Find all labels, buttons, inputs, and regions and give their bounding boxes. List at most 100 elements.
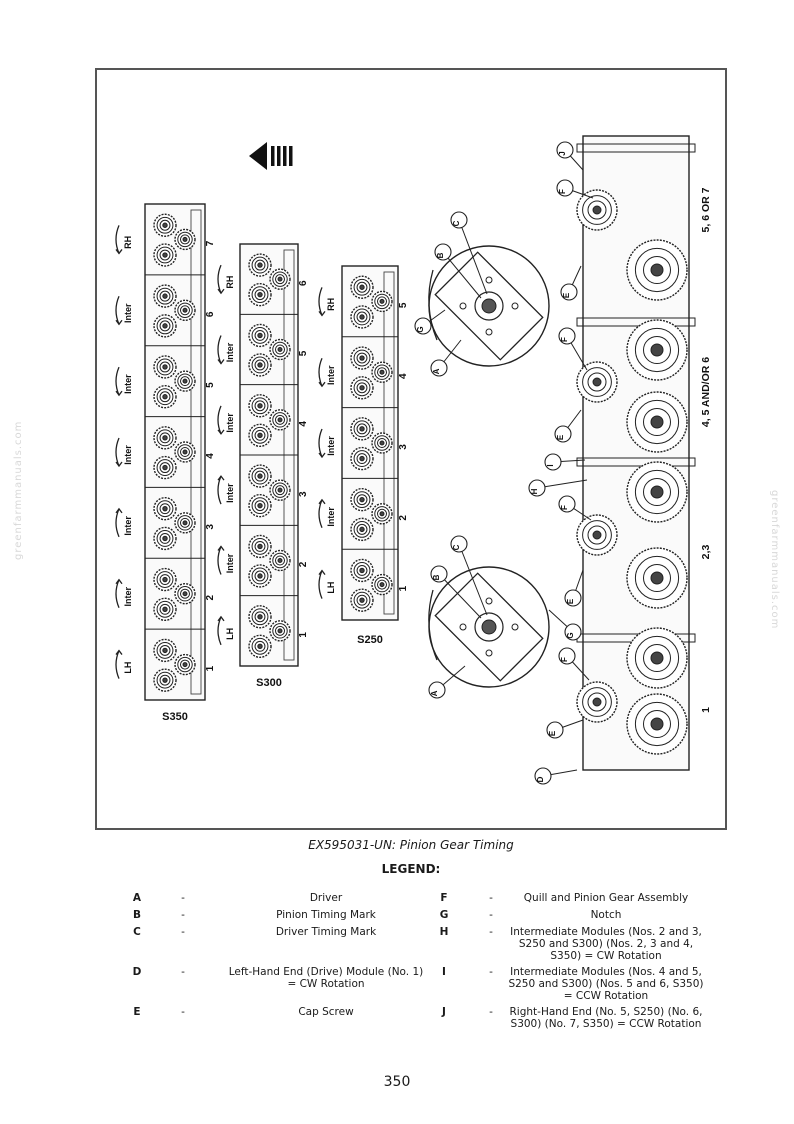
legend-row: A - Driver [0, 892, 794, 906]
s350-gear [153, 355, 177, 379]
s350-gear [174, 370, 196, 392]
s300-gear [248, 282, 272, 307]
s300-module-number: 2 [298, 561, 309, 567]
s350-side-label: LH [123, 662, 133, 674]
s300-module-number: 6 [298, 280, 309, 286]
s350-rotation-arrow [115, 225, 120, 254]
s250-gear [350, 376, 374, 400]
callout-bubble [556, 179, 574, 197]
s250-side-label: Inter [326, 507, 336, 527]
s300-rotation-arrow-head [217, 288, 225, 295]
legend-text: Cap Screw [298, 1006, 354, 1018]
direction-arrow-icon [249, 142, 267, 170]
s250-gear [371, 361, 393, 383]
s300-gear [269, 549, 291, 572]
legend-row: F - Quill and Pinion Gear Assembly [0, 892, 794, 906]
s250-rotation-arrow [318, 357, 323, 387]
s300-rotation-arrow-head [217, 545, 225, 551]
callout-letter: F [560, 657, 569, 662]
callout-bubble [434, 243, 452, 261]
s250-module-number: 5 [398, 302, 409, 308]
legend-text: Notch [590, 909, 622, 921]
callout-bubble [546, 721, 564, 739]
s350-side-label: Inter [123, 516, 133, 536]
s300-side-label: Inter [225, 553, 235, 573]
callout-bubble [558, 495, 576, 513]
s250-module-number: 3 [398, 444, 409, 450]
legend-row: D - Left-Hand End (Drive) Module (No. 1)… [0, 966, 794, 992]
figure-caption: EX595031-UN: Pinion Gear Timing [308, 838, 514, 852]
legend-letter: I [442, 966, 446, 978]
s300-gear [248, 634, 272, 659]
quill-pinion-gear [576, 514, 618, 556]
quill-pinion-gear [576, 681, 618, 723]
s350-rotation-arrow [115, 437, 120, 467]
module-flange [576, 457, 696, 467]
lower-driver-bolt [511, 623, 519, 631]
s250-rotation-arrow-head [318, 311, 326, 317]
legend-dash: - [489, 926, 493, 938]
s350-rotation-arrow-head [115, 507, 123, 514]
legend-text: Quill and Pinion Gear Assembly [523, 892, 689, 904]
s350-gear [153, 496, 177, 521]
s350-gear [153, 638, 177, 663]
s350-gear [153, 668, 177, 692]
callout-bubble [564, 623, 582, 641]
s250-gear [350, 346, 374, 370]
callout-leader [438, 573, 482, 619]
legend-letter: J [442, 1006, 446, 1018]
callout-letter: E [556, 434, 565, 440]
s350-rotation-arrow-head [115, 319, 123, 326]
callout-bubble [564, 589, 582, 607]
callout-letter: J [558, 151, 567, 155]
direction-arrow-bar [271, 146, 275, 166]
module-ring-gear [626, 319, 688, 381]
s300-rotation-arrow-head [217, 429, 225, 435]
callout-leader [458, 543, 488, 616]
legend-row: C - Driver Timing Mark [0, 926, 794, 940]
callout-bubble [450, 535, 468, 553]
legend-dash: - [181, 966, 185, 978]
legend-letter: B [132, 909, 141, 921]
s350-gear [153, 213, 177, 237]
s250-rotation-arrow [318, 499, 323, 529]
legend-text: Driver [309, 892, 343, 904]
direction-arrow-bar [283, 146, 287, 166]
s300-rotation-arrow-head [217, 475, 225, 481]
s250-gear [371, 290, 393, 313]
s250-rotation-arrow [318, 428, 323, 458]
s350-module-number: 6 [205, 311, 216, 317]
lower-driver-bolt [485, 597, 493, 605]
s250-rotation-arrow-head [318, 381, 326, 388]
s350-gear [174, 653, 196, 676]
callout-leader [458, 219, 488, 295]
s350-gear [174, 512, 196, 534]
s350-rotation-arrow [115, 650, 120, 679]
lower-driver-bolt [459, 623, 467, 631]
callout-letter: I [546, 464, 555, 466]
s300-gear [248, 353, 272, 377]
s300-gear [248, 394, 272, 418]
s350-side-label: RH [123, 236, 133, 249]
driver-rotation-arrow [428, 269, 438, 341]
s250-rotation-arrow [318, 570, 323, 599]
legend-row: J - Right-Hand End (No. 5, S250) (No. 6,… [0, 1006, 794, 1044]
s350-side-label: Inter [123, 303, 133, 323]
s250-side-label: Inter [326, 436, 336, 456]
callout-bubble [544, 453, 562, 471]
s300-module-number: 5 [298, 350, 309, 356]
legend-text: Intermediate Modules (Nos. 4 and 5, S250… [508, 966, 704, 1002]
s350-side-label: Inter [123, 374, 133, 394]
s250-gear [350, 558, 374, 583]
s300-gear [248, 605, 272, 629]
callout-bubble [558, 647, 576, 665]
legend-text: Driver Timing Mark [275, 926, 377, 938]
quill-pinion-gear [576, 361, 618, 403]
s250-gear [350, 275, 374, 299]
s300-side-label: LH [225, 628, 235, 640]
s350-rotation-arrow-head [115, 649, 123, 655]
s300-rotation-arrow [217, 475, 222, 505]
legend-dash: - [489, 909, 493, 921]
callout-letter: D [536, 776, 545, 782]
callout-letter: A [430, 690, 439, 696]
